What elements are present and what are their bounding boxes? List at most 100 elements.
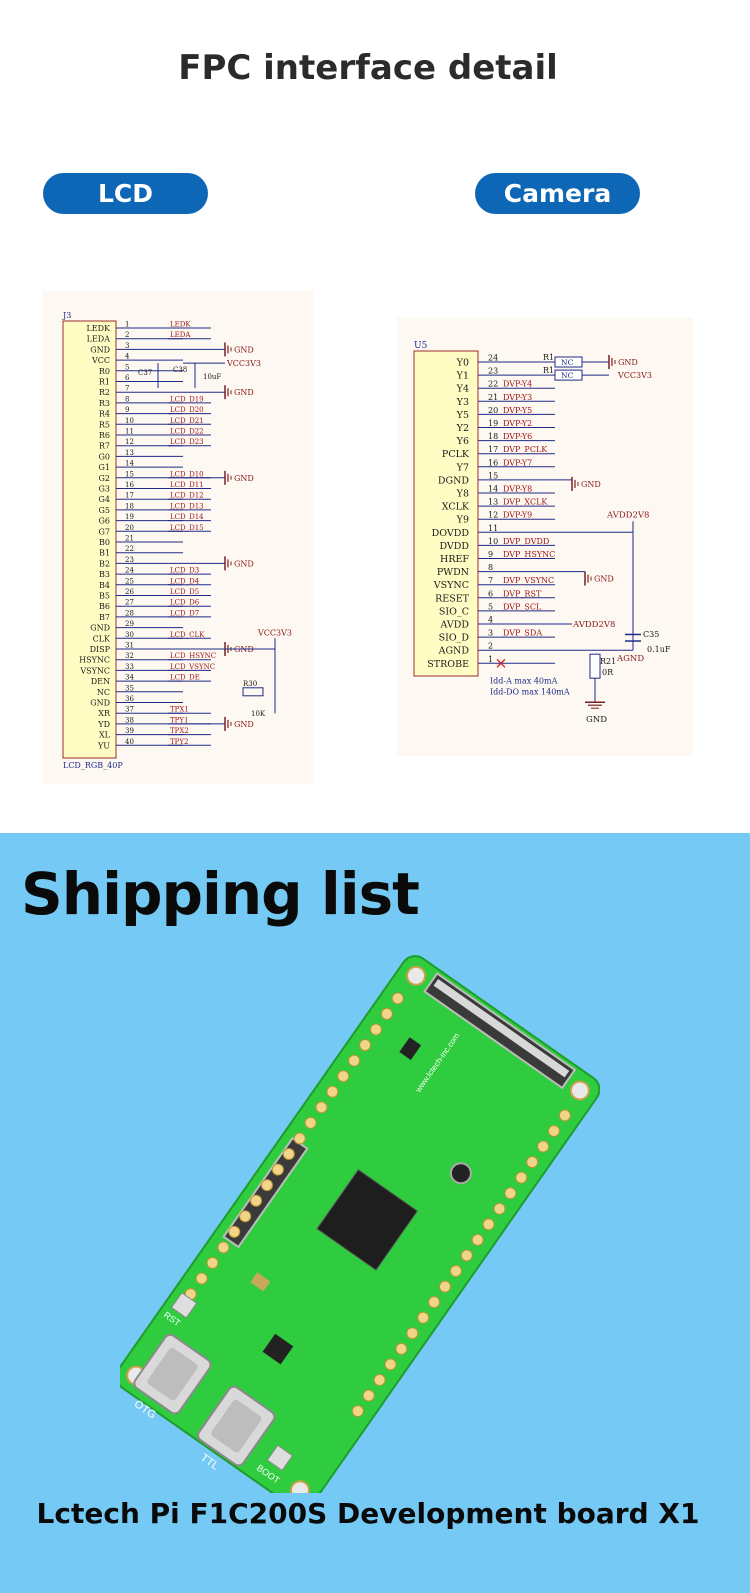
lcd-pin-name: GND — [90, 699, 110, 708]
camera-pin-number: 3 — [488, 629, 493, 638]
header-pin — [438, 1280, 451, 1293]
ic-chip — [262, 1333, 294, 1365]
board-photo: OTG TTL BOOT RST www.lctech-inc.com — [115, 933, 601, 1511]
lcd-pin-name: G0 — [99, 452, 110, 461]
lcd-net-label: LCD_D6 — [170, 599, 200, 607]
header-pin — [293, 1132, 306, 1145]
camera-gnd-dgnd-label: GND — [581, 480, 601, 489]
header-pin — [250, 1194, 263, 1207]
lcd-pin-name: CLK — [93, 634, 111, 643]
camera-pin-number: 8 — [488, 563, 493, 572]
dev-board-illustration: OTG TTL BOOT RST www.lctech-inc.com — [115, 955, 601, 1511]
boot-button — [266, 1444, 294, 1472]
lcd-pin-number: 9 — [125, 406, 129, 414]
ic-chip — [399, 1037, 422, 1060]
header-pin — [271, 1163, 284, 1176]
camera-pin-number: 11 — [488, 524, 498, 533]
camera-pin-name: Y4 — [456, 384, 469, 395]
camera-pin-name: DVDD — [439, 541, 469, 552]
lcd-net-label: LCD_D10 — [170, 470, 204, 478]
camera-pin-number: 5 — [488, 602, 493, 611]
camera-pin-name: SIO_C — [439, 606, 469, 617]
camera-pin-number: 21 — [488, 393, 498, 402]
lcd-pin-number: 14 — [125, 460, 134, 468]
camera-net-label: DVP-Y7 — [503, 458, 532, 467]
lcd-net-label: LCD_D3 — [170, 567, 199, 575]
camera-net-label: DVP-Y3 — [503, 393, 532, 402]
camera-pin-name: Y9 — [456, 515, 469, 526]
lcd-connector-body — [62, 320, 117, 759]
tab-lcd[interactable]: LCD — [43, 173, 208, 214]
lcd-pin-number: 40 — [125, 738, 134, 746]
lcd-pin-number: 10 — [125, 417, 134, 425]
header-pin — [337, 1070, 350, 1083]
camera-pin-name: Y0 — [456, 358, 469, 369]
camera-pin-number: 7 — [488, 576, 493, 585]
camera-pin-name: AGND — [438, 646, 470, 657]
lcd-gnd-f-label: GND — [234, 720, 254, 729]
lcd-pin-name: G3 — [99, 485, 110, 494]
camera-pin-name: HREF — [440, 554, 469, 565]
header-pin — [391, 992, 404, 1005]
camera-net-label: DVP_HSYNC — [503, 550, 555, 559]
camera-pin-name: Y7 — [456, 462, 469, 473]
lcd-pin-number: 12 — [125, 438, 134, 446]
camera-pin-name: DGND — [438, 475, 470, 486]
usb-port-inner — [147, 1347, 198, 1401]
lcd-pin-number: 4 — [125, 353, 130, 361]
camera-r21-value: 0R — [602, 668, 614, 677]
header-pin — [228, 1225, 241, 1238]
header-pin — [362, 1389, 375, 1402]
lcd-pin-name: VCC — [91, 356, 110, 365]
camera-pin-number: 17 — [488, 445, 498, 454]
lcd-pin-name: R0 — [99, 367, 110, 376]
camera-pin-number: 13 — [488, 498, 498, 507]
camera-pin-name: DOVDD — [432, 528, 470, 539]
camera-net-label: DVP-Y2 — [503, 419, 532, 428]
lcd-pin-number: 17 — [125, 492, 134, 500]
camera-pin-name: VSYNC — [433, 580, 469, 591]
header-pin — [460, 1249, 473, 1262]
lcd-pin-number: 3 — [125, 342, 129, 350]
lcd-net-label: LCD_D5 — [170, 588, 199, 596]
camera-gnd-bottom-label: GND — [586, 715, 607, 725]
lcd-pin-number: 39 — [125, 727, 134, 735]
lcd-r30-value: 10K — [251, 710, 266, 718]
camera-net-label: DVP-Y6 — [503, 432, 532, 441]
camera-gnd-pwdn-label: GND — [594, 575, 614, 584]
camera-pin-number: 1 — [488, 655, 493, 664]
camera-pin-number: 19 — [488, 419, 498, 428]
camera-pin-name: Y1 — [456, 371, 469, 382]
header-pin — [239, 1210, 252, 1223]
camera-r21-resistor — [589, 653, 601, 679]
header-pin — [217, 1241, 230, 1254]
lcd-net-label: LCD_D19 — [170, 395, 204, 403]
lcd-cap-value: 10uF — [203, 373, 221, 381]
lcd-net-label: LCD_D12 — [170, 492, 204, 500]
lcd-net-label: LCD_CLK — [170, 631, 205, 639]
camera-pin-number: 4 — [488, 616, 493, 625]
lcd-pin-number: 7 — [125, 385, 129, 393]
lcd-gnd-a-label: GND — [234, 345, 254, 354]
lcd-pin-name: G1 — [99, 463, 110, 472]
lcd-pin-name: B6 — [99, 602, 110, 611]
camera-pin-name: Y2 — [456, 423, 469, 434]
lcd-pin-name: NC — [97, 688, 110, 697]
header-pin — [260, 1179, 273, 1192]
lcd-pin-name: LEDK — [86, 324, 111, 333]
camera-net-label: DVP_SCL — [503, 602, 542, 611]
header-pin — [428, 1296, 441, 1309]
lcd-net-label: LCD_D22 — [170, 428, 204, 436]
header-pin — [315, 1101, 328, 1114]
lcd-r30-label: R30 — [243, 680, 257, 688]
tab-camera[interactable]: Camera — [475, 173, 640, 214]
lcd-pin-name: B1 — [99, 549, 110, 558]
lcd-pin-number: 29 — [125, 620, 134, 628]
lcd-pin-number: 20 — [125, 524, 134, 532]
lcd-pin-number: 36 — [125, 695, 134, 703]
camera-pin-name: Y5 — [456, 410, 469, 421]
header-pin — [526, 1156, 539, 1169]
header-pin — [395, 1342, 408, 1355]
